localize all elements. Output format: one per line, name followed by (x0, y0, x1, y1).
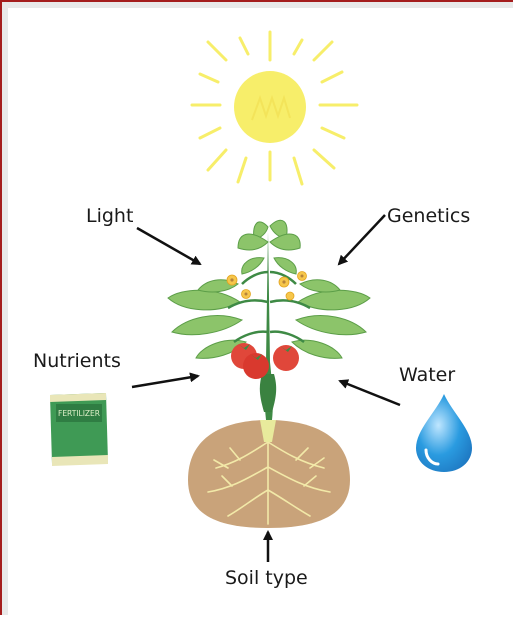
fertilizer-bag-icon: FERTILIZER (50, 393, 108, 466)
fertilizer-label: FERTILIZER (58, 409, 100, 418)
arrow-nutrients (132, 376, 198, 387)
plant-icon (168, 220, 370, 420)
sun-icon (192, 32, 357, 184)
soil-mound (188, 420, 350, 528)
label-light: Light (86, 205, 133, 227)
label-soil-type: Soil type (225, 567, 308, 589)
arrow-light (137, 228, 200, 264)
arrow-genetics (339, 215, 385, 264)
label-genetics: Genetics (387, 205, 470, 227)
water-drop-icon (416, 394, 472, 472)
label-nutrients: Nutrients (33, 350, 121, 372)
flower-icon (227, 272, 307, 301)
label-water: Water (399, 364, 455, 386)
tomato-icon (231, 343, 299, 379)
arrow-water (340, 381, 400, 405)
